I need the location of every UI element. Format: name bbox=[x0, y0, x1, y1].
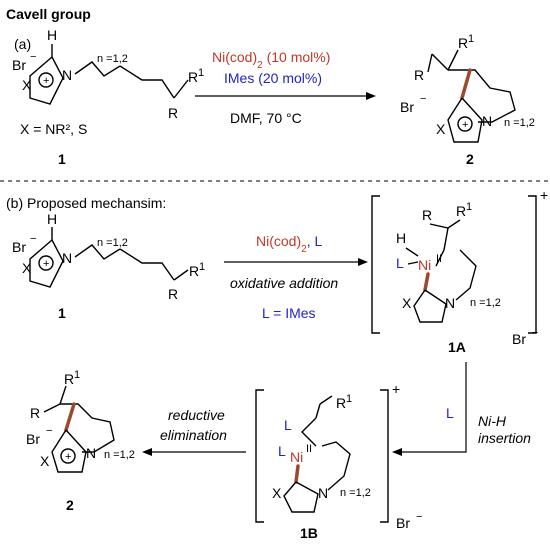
prod-2b-br: Br bbox=[26, 431, 40, 447]
int-1a-r: R bbox=[422, 207, 432, 223]
prod-2b-x: X bbox=[40, 453, 50, 469]
int-1a-h: H bbox=[396, 230, 406, 246]
reagent-ni-b: Ni(cod)2, L bbox=[256, 233, 322, 255]
prod-2-structure-a: R R 1 + X N Br − n =1,2 bbox=[400, 33, 535, 143]
prod-2b-r1-sup: 1 bbox=[74, 369, 80, 381]
int-1a-n-text: n =1,2 bbox=[470, 297, 501, 309]
prod-2-label-a: 2 bbox=[466, 151, 474, 167]
sm-1b-r: R bbox=[168, 286, 178, 302]
prod-2b-br-charge: − bbox=[46, 425, 52, 437]
int-1a-n: N bbox=[445, 295, 455, 311]
step-insertion: insertion bbox=[478, 430, 531, 446]
sm-1b-h-atom: H bbox=[47, 211, 57, 227]
int-1a-charge: + bbox=[540, 187, 548, 203]
prod-2-r: R bbox=[414, 67, 424, 83]
int-1b-br: Br bbox=[396, 515, 410, 531]
int-1a-structure: + Br − R R 1 H L Ni II X N n =1,2 bbox=[371, 187, 548, 347]
int-1b-l2: L bbox=[278, 443, 286, 459]
sm-1-structure-a: H Br − X + N n =1,2 R 1 R bbox=[12, 27, 204, 121]
sm-1-chain-n: n =1,2 bbox=[97, 53, 128, 65]
step-reductive: reductive bbox=[168, 407, 225, 423]
arrow-b2 bbox=[400, 362, 467, 453]
sm-1b-plus: + bbox=[43, 258, 49, 270]
sm-1b-r1-sup: 1 bbox=[199, 261, 205, 273]
sm-1-h-atom: H bbox=[47, 27, 57, 43]
sm-1-plus: + bbox=[43, 75, 49, 87]
int-1b-structure: + Br − R 1 L L Ni II X N n =1,2 bbox=[255, 381, 422, 531]
int-1b-x: X bbox=[272, 485, 282, 501]
int-1a-r1-sup: 1 bbox=[466, 201, 472, 213]
prod-2-n-text: n =1,2 bbox=[504, 117, 535, 129]
sm-1b-chain-n: n =1,2 bbox=[97, 237, 128, 249]
reagent-ni-a: Ni(cod)2 (10 mol%) bbox=[212, 49, 330, 71]
int-1b-r1: R bbox=[336, 395, 346, 411]
part-a-label: (a) bbox=[14, 36, 31, 52]
int-1b-label: 1B bbox=[300, 525, 318, 541]
int-1a-label: 1A bbox=[448, 339, 466, 355]
x-definition: X = NR², S bbox=[20, 121, 87, 137]
step-elimination: elimination bbox=[160, 427, 227, 443]
sm-1b-n-atom: N bbox=[62, 250, 72, 266]
int-1b-ni: Ni bbox=[290, 449, 303, 465]
prod-2-plus: + bbox=[462, 119, 468, 131]
int-1b-charge: + bbox=[392, 381, 400, 397]
prod-2b-r1: R bbox=[64, 371, 74, 387]
prod-2-br-charge: − bbox=[420, 93, 426, 105]
sm-1-br: Br bbox=[12, 57, 26, 73]
prod-2-br: Br bbox=[400, 99, 414, 115]
int-1a-l: L bbox=[396, 255, 404, 271]
prod-2b-n-text: n =1,2 bbox=[104, 449, 135, 461]
int-1b-ni-ox: II bbox=[306, 443, 312, 455]
sm-1-br-charge: − bbox=[30, 51, 36, 63]
int-1b-n-text: n =1,2 bbox=[340, 487, 371, 499]
prod-2-r1-sup: 1 bbox=[468, 33, 474, 45]
prod-2b-n: N bbox=[86, 445, 96, 461]
sm-1b-br: Br bbox=[12, 239, 26, 255]
int-1b-br-charge: − bbox=[416, 511, 422, 523]
int-1b-n: N bbox=[318, 485, 328, 501]
sm-1-structure-b: H Br − X + N n =1,2 R 1 R bbox=[12, 211, 205, 302]
sm-1b-r1: R bbox=[189, 263, 199, 279]
conditions-a: DMF, 70 °C bbox=[230, 110, 302, 126]
sm-1-label-a: 1 bbox=[58, 151, 66, 167]
step-2-l: L bbox=[446, 405, 454, 421]
int-1b-r1-sup: 1 bbox=[346, 393, 352, 405]
int-1a-br-charge: − bbox=[532, 327, 538, 339]
sm-1-n-atom: N bbox=[62, 67, 72, 83]
l-definition: L = IMes bbox=[262, 305, 316, 321]
prod-2-r1: R bbox=[458, 35, 468, 51]
prod-2b-plus: + bbox=[65, 451, 71, 463]
sm-1-r1: R bbox=[188, 69, 198, 85]
int-1a-br: Br bbox=[512, 331, 526, 347]
sm-1-r: R bbox=[168, 105, 178, 121]
prod-2-label-b: 2 bbox=[66, 497, 74, 513]
int-1a-x: X bbox=[402, 295, 412, 311]
sm-1b-br-charge: − bbox=[30, 233, 36, 245]
sm-1-r1-sup: 1 bbox=[198, 67, 204, 79]
sm-1b-x-atom: X bbox=[22, 260, 32, 276]
step-ni-h: Ni-H bbox=[478, 413, 507, 429]
part-b-label: (b) Proposed mechansim: bbox=[6, 195, 166, 211]
int-1b-l1: L bbox=[284, 417, 292, 433]
prod-2-x: X bbox=[436, 121, 446, 137]
reagent-imes-a: IMes (20 mol%) bbox=[224, 70, 322, 86]
int-1a-ni: Ni bbox=[418, 257, 431, 273]
prod-2-n: N bbox=[482, 113, 492, 129]
step-oxidative-addition: oxidative addition bbox=[230, 275, 338, 291]
scheme-title: Cavell group bbox=[6, 6, 91, 22]
sm-1-label-b: 1 bbox=[58, 305, 66, 321]
int-1a-r1: R bbox=[456, 203, 466, 219]
prod-2-structure-b: R R 1 + X N Br − n =1,2 bbox=[26, 369, 135, 473]
prod-2b-r: R bbox=[30, 405, 40, 421]
sm-1-x-atom: X bbox=[22, 77, 32, 93]
